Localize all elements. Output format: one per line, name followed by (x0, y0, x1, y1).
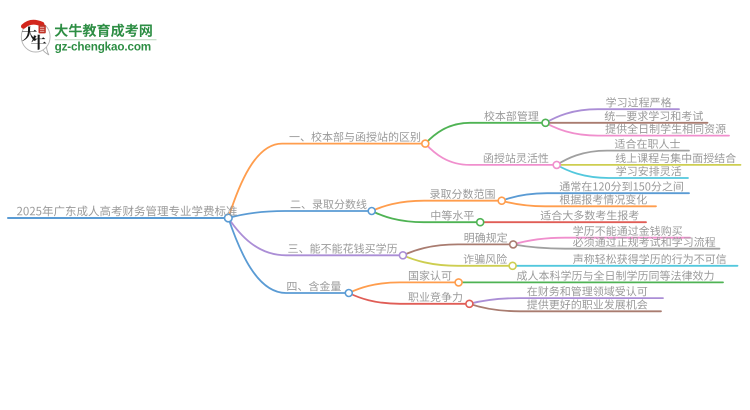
svg-text:gz-chengkao.com: gz-chengkao.com (55, 41, 151, 54)
